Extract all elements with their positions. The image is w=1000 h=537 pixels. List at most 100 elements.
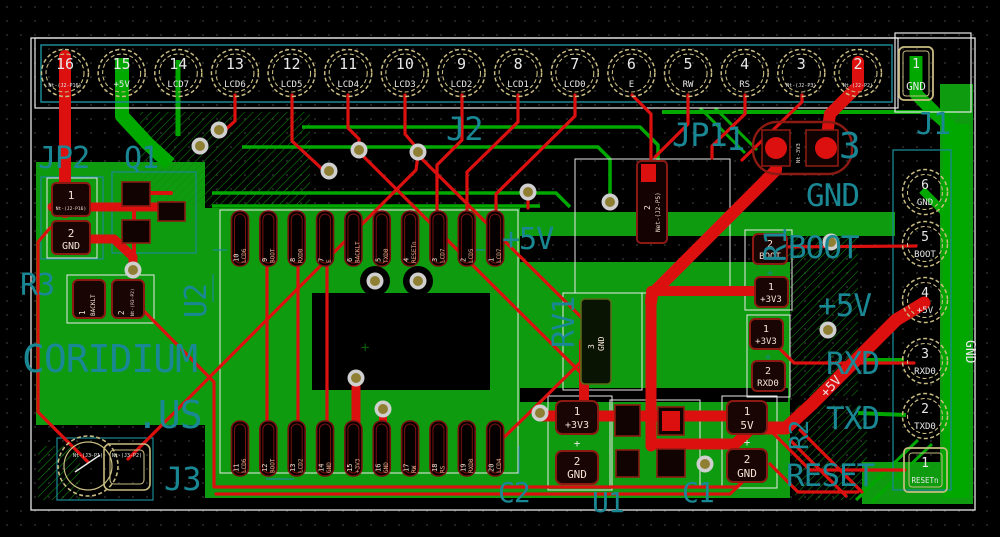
module-pad-15[interactable]: 15+3V3 [344,420,363,477]
refdes-q1[interactable]: Q1 [124,141,159,176]
refdes-r3[interactable]: R3 [20,268,55,303]
trace-green[interactable] [698,106,747,155]
via[interactable] [519,183,537,201]
trace-red[interactable] [416,153,598,334]
jp2-pad-1[interactable] [51,182,91,217]
c1-pad-2[interactable] [726,448,768,483]
jp2-pad-2[interactable] [51,220,91,255]
jp1-component[interactable]: 2 Net-(J2-P5) [636,160,668,244]
trace-red[interactable] [653,93,690,159]
refdes-c1[interactable]: C1 [682,476,715,509]
c1-pad-1[interactable] [726,400,768,435]
via[interactable] [347,369,365,387]
r1-component[interactable]: 2 BOOT 1 +3V3 + [752,233,789,308]
trace-red[interactable] [131,298,216,489]
j2-pad-4[interactable]: 4RS [720,48,769,98]
j3-component[interactable]: Nt-(J3-P1) Nt-(J3-P2) [57,435,151,497]
jp2-component[interactable]: 1 Nt-(J2-P16) 2 GND [51,182,91,255]
via[interactable] [210,121,228,139]
j2-header-pins[interactable]: 16Nt-(J2-P16)15+5V14LCD713LCD612LCD511LC… [40,46,934,101]
r2-pad-2[interactable] [751,360,786,392]
trace-green[interactable] [212,191,572,209]
trace-green[interactable] [909,56,957,133]
j2-pad-3[interactable]: 3Nt-(J2-P3) [777,48,826,98]
refdes-jp1[interactable]: JP1 [672,116,728,154]
trace-red[interactable] [770,430,907,472]
c1-component[interactable]: 1 5V 2 GND + [726,400,768,483]
q1-pad-2[interactable] [157,201,186,222]
j2-pad-2[interactable]: 2Nt-(J2-P2) [833,48,883,98]
c2-pad-1[interactable] [555,400,599,435]
u1-component[interactable] [614,404,686,478]
trace-red[interactable] [798,428,864,494]
r2-component[interactable]: 1 +3V3 2 RXD0 + [749,318,786,392]
r3-pad-2[interactable] [111,279,145,319]
trace-red[interactable] [820,56,864,148]
trace-red[interactable] [36,226,90,464]
j3-pad-1[interactable] [57,435,119,497]
trace-red[interactable] [630,93,653,162]
refdes-u2[interactable]: U2 [179,284,214,318]
refdes-jp2[interactable]: JP2 [38,141,90,176]
trace-red[interactable] [710,93,747,160]
refdes-r2[interactable]: R2 [785,421,815,450]
via[interactable] [366,272,384,290]
refdes-j1[interactable]: J1 [916,107,951,142]
r3-pad-1[interactable] [72,279,106,319]
trace-red[interactable] [403,93,418,149]
u3-component[interactable]: Nt-3V3 [751,120,854,176]
r2-pad-1[interactable] [749,318,784,350]
via[interactable] [531,404,549,422]
rv1-component[interactable]: 3 GND [580,298,612,385]
trace-green[interactable] [115,58,175,170]
c2-pad-2[interactable] [555,450,599,485]
trace-red[interactable] [496,344,599,445]
via[interactable] [819,321,837,339]
via[interactable] [374,400,392,418]
j2-pad-5[interactable]: 5RW [663,48,713,98]
trace-red[interactable] [494,93,577,212]
vias-layer[interactable] [124,121,840,473]
r1-pad-1[interactable] [754,276,789,308]
j1-pad-4[interactable]: 4+5V [901,276,949,324]
via[interactable] [601,193,619,211]
refdes-j2[interactable]: J2 [446,110,484,148]
via[interactable] [409,272,427,290]
trace-green[interactable] [919,187,950,230]
r1-pad-2[interactable] [752,233,788,265]
trace-red[interactable] [465,93,520,212]
trace-red[interactable] [749,296,931,435]
trace-green[interactable] [870,442,934,504]
trace-green[interactable] [713,106,759,152]
trace-red[interactable] [770,244,918,249]
via[interactable] [409,143,427,161]
j3-pad-2[interactable] [103,443,151,491]
trace-red[interactable] [435,93,464,212]
